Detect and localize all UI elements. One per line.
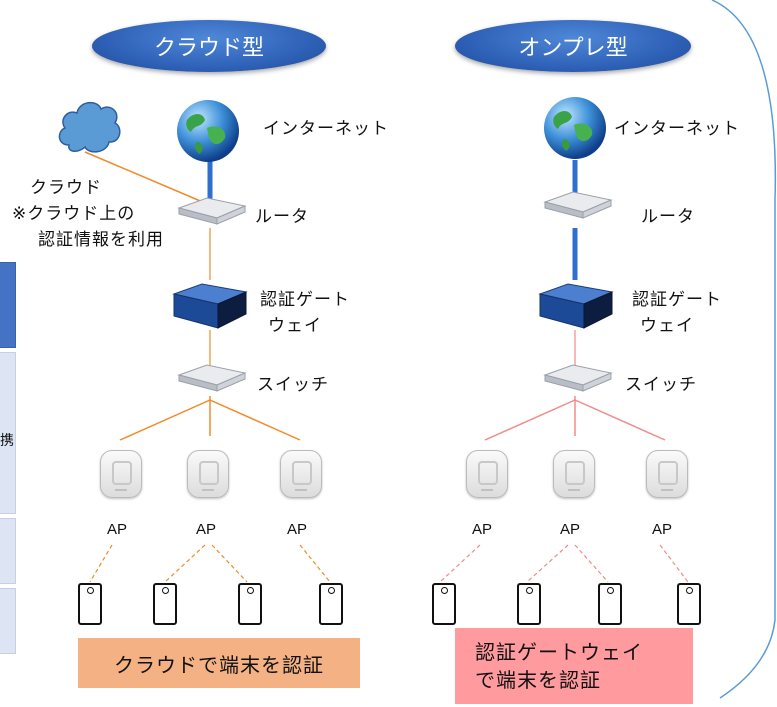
ap-label: AP — [287, 521, 308, 538]
cloud-router-label: ルータ — [255, 207, 309, 227]
device-icon — [598, 583, 622, 625]
onprem-switch-label: スイッチ — [625, 375, 697, 395]
onprem-switch-ap3-line — [574, 399, 666, 441]
access-point-icon — [187, 450, 229, 498]
cloud-to-router-line — [84, 151, 206, 204]
cloud-note-line2: 認証情報を利用 — [38, 230, 164, 250]
side-panel-light — [0, 352, 16, 514]
cloud-type-title: クラウド型 — [92, 20, 326, 72]
onprem-gateway-label-1: 認証ゲート — [632, 290, 722, 310]
device-icon — [677, 583, 701, 625]
access-point-icon — [646, 450, 688, 498]
access-point-icon — [100, 450, 142, 498]
ap-label: AP — [196, 521, 217, 538]
router-icon — [543, 191, 613, 219]
ap-label: AP — [560, 521, 581, 538]
cloud-gateway-label-2: ウェイ — [268, 316, 322, 336]
switch-ap3-line — [209, 399, 301, 441]
gateway-icon — [538, 283, 614, 329]
globe-icon — [544, 97, 606, 159]
globe-icon — [177, 100, 239, 162]
onprem-type-title: オンプレ型 — [455, 20, 691, 72]
cloud-internet-label: インターネット — [263, 119, 389, 139]
side-panel-light-3 — [0, 588, 16, 654]
switch-icon — [177, 364, 247, 392]
device-icon — [238, 583, 262, 625]
cloud-icon — [58, 101, 121, 153]
side-panel-char: 携 — [0, 433, 15, 449]
cloud-result-box: クラウドで端末を認証 — [78, 638, 360, 688]
cloud-wireless-links — [89, 544, 331, 583]
device-icon — [319, 583, 343, 625]
access-point-icon — [280, 450, 322, 498]
access-point-icon — [553, 450, 595, 498]
ap-label: AP — [107, 521, 128, 538]
switch-ap1-line — [119, 399, 211, 441]
side-panel-light-2 — [0, 518, 16, 584]
cloud-note-line1: ※クラウド上の — [12, 204, 136, 224]
onprem-switch-ap1-line — [484, 399, 576, 441]
onprem-gateway-label-2: ウェイ — [640, 316, 694, 336]
device-icon — [432, 583, 456, 625]
cloud-switch-label: スイッチ — [257, 375, 329, 395]
device-icon — [517, 583, 541, 625]
gateway-icon — [172, 283, 248, 329]
onprem-internet-label: インターネット — [614, 119, 740, 139]
cloud-gateway-label-1: 認証ゲート — [260, 290, 350, 310]
side-panel-dark — [0, 262, 16, 348]
cloud-label: クラウド — [30, 178, 102, 198]
device-icon — [153, 583, 177, 625]
ap-label: AP — [472, 521, 493, 538]
ap-label: AP — [652, 521, 673, 538]
onprem-router-label: ルータ — [641, 207, 695, 227]
onprem-result-box: 認証ゲートウェイ で端末を認証 — [455, 628, 693, 704]
onprem-wireless-links — [439, 544, 689, 583]
device-icon — [78, 583, 102, 625]
switch-icon — [543, 364, 613, 392]
access-point-icon — [466, 450, 508, 498]
section-border-arc — [711, 0, 777, 699]
router-icon — [177, 197, 247, 225]
